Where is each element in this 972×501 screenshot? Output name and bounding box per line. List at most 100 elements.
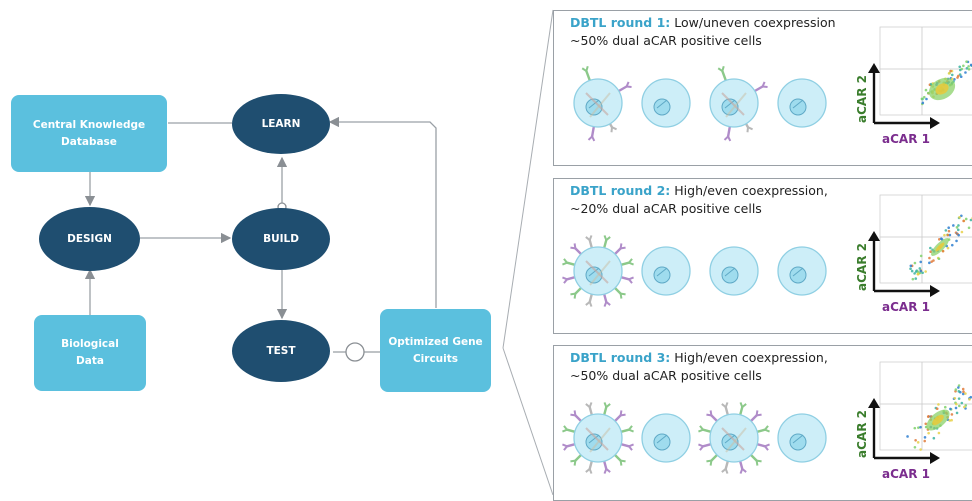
scatter-point <box>923 436 927 439</box>
scatter-point <box>935 407 939 411</box>
scatter-point <box>948 233 952 237</box>
learn-node: LEARN <box>232 94 330 154</box>
scatter-point <box>957 390 961 393</box>
cell-icon <box>573 65 632 142</box>
scatter-point <box>962 390 965 394</box>
scatter-point <box>956 228 960 232</box>
scatter-point <box>932 436 936 440</box>
biological-data-node: Biological Data <box>34 315 146 391</box>
scatter-point <box>919 448 922 451</box>
scatter-point <box>927 431 930 435</box>
scatter-point <box>950 418 953 422</box>
scatter-point <box>955 239 958 243</box>
dbtl-round-1-panel: DBTL round 1: Low/uneven coexpression ~5… <box>553 10 972 166</box>
x-axis-label: aCAR 1 <box>882 300 930 314</box>
optimized-gene-circuits-node: Optimized Gene Circuits <box>380 309 491 392</box>
scatter-point <box>958 68 962 72</box>
scatter-point <box>957 74 960 78</box>
scatter-point <box>962 64 965 68</box>
scatter-point <box>918 267 922 270</box>
cell-icon <box>777 246 827 296</box>
scatter-point <box>923 439 927 443</box>
scatter-point <box>950 73 954 77</box>
plot-frame <box>879 26 972 116</box>
cell-icon <box>709 246 759 296</box>
flow-connectors <box>84 116 437 362</box>
scatter-point <box>929 250 932 254</box>
scatter-point <box>920 97 924 101</box>
y-axis-label: aCAR 2 <box>855 75 869 123</box>
dbtl-flowchart: Central Knowledge Database LEARN DESIGN … <box>11 94 491 392</box>
node-label: Central Knowledge Database <box>32 118 146 148</box>
scatter-point <box>961 392 965 396</box>
scatter-point <box>967 65 970 68</box>
scatter-point <box>964 217 968 221</box>
scatter-point <box>937 431 941 435</box>
scatter-point <box>969 395 972 399</box>
scatter-point <box>949 69 952 73</box>
scatter-point <box>957 224 960 227</box>
scatter-point <box>921 271 924 275</box>
scatter-point <box>914 270 918 273</box>
scatter-point <box>947 229 951 233</box>
scatter-point <box>929 246 932 250</box>
scatter-point <box>917 426 920 429</box>
round-subtitle: ~50% dual aCAR positive cells <box>570 368 762 383</box>
design-node: DESIGN <box>39 207 140 271</box>
y-axis-arrowhead <box>868 398 880 408</box>
round-title: DBTL round 1: Low/uneven coexpression ~5… <box>570 14 836 50</box>
scatter-plot-icon: aCAR 2 aCAR 1 <box>855 194 972 314</box>
node-label: TEST <box>266 344 296 357</box>
scatter-point <box>967 67 971 71</box>
density-peak <box>935 242 945 252</box>
round-label: DBTL round 2: <box>570 183 671 198</box>
scatter-point <box>922 95 926 99</box>
scatter-point <box>962 219 965 223</box>
scatter-point <box>957 404 961 408</box>
node-label: Optimized Gene Circuits <box>388 335 483 365</box>
cell-row <box>562 235 827 307</box>
scatter-point <box>919 269 923 273</box>
cell-icon <box>562 235 634 307</box>
scatter-point <box>928 256 931 260</box>
scatter-point <box>954 388 958 391</box>
dbtl-round-3-panel: DBTL round 3: High/even coexpression, ~5… <box>553 345 972 501</box>
scatter-point <box>957 384 961 387</box>
scatter-point <box>913 272 916 275</box>
scatter-point <box>960 230 964 234</box>
scatter-point <box>909 264 913 268</box>
scatter-point <box>919 425 922 429</box>
scatter-point <box>961 387 965 391</box>
scatter-point <box>960 214 963 218</box>
scatter-point <box>946 246 950 250</box>
scatter-point <box>955 402 958 406</box>
y-axis-label: aCAR 2 <box>855 243 869 291</box>
flow-arrow-icon <box>328 116 437 308</box>
scatter-point <box>962 405 966 409</box>
scatter-point <box>958 73 962 76</box>
scatter-point <box>958 216 961 219</box>
plot-frame <box>879 194 972 284</box>
scatter-point <box>910 269 914 273</box>
central-knowledge-database-node: Central Knowledge Database <box>11 95 167 172</box>
round-label: DBTL round 3: <box>570 350 671 365</box>
scatter-point <box>909 267 912 270</box>
y-axis-label: aCAR 2 <box>855 410 869 458</box>
round-title: DBTL round 2: High/even coexpression, ~2… <box>570 182 828 218</box>
scatter-point <box>957 233 961 237</box>
scatter-point <box>969 218 972 222</box>
scatter-point <box>955 226 959 229</box>
cell-icon <box>777 78 827 128</box>
scatter-point <box>914 438 917 442</box>
scatter-point <box>921 101 925 105</box>
scatter-point <box>965 67 969 70</box>
scatter-point <box>967 226 971 230</box>
test-node: TEST <box>232 320 330 382</box>
scatter-point <box>911 277 915 281</box>
y-axis-arrowhead <box>868 63 880 73</box>
scatter-point <box>954 406 958 410</box>
scatter-point <box>950 243 954 247</box>
scatter-point <box>924 422 928 426</box>
scatter-point <box>955 411 959 415</box>
